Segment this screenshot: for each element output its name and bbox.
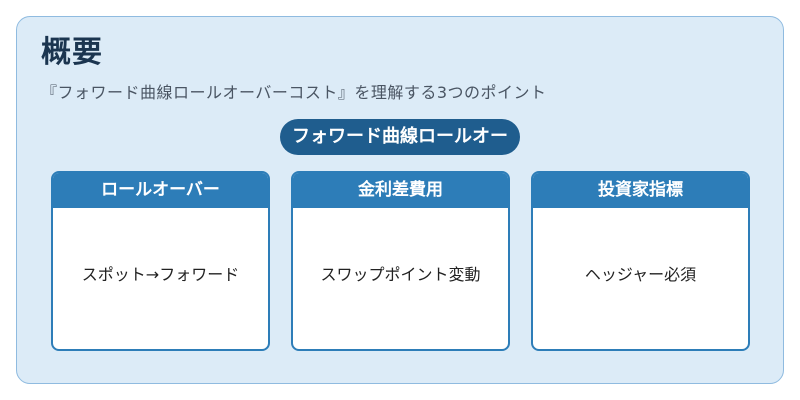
card-title: 金利差費用: [293, 173, 508, 208]
page-subtitle: 『フォワード曲線ロールオーバーコスト』を理解する3つのポイント: [41, 83, 547, 102]
point-card-investor-indicator: 投資家指標 ヘッジャー必須: [531, 171, 750, 351]
card-title: 投資家指標: [533, 173, 748, 208]
card-body: ヘッジャー必須: [584, 264, 697, 284]
card-body: スポット→フォワード: [81, 264, 240, 284]
page-title: 概要: [41, 35, 103, 70]
overview-panel: 概要 『フォワード曲線ロールオーバーコスト』を理解する3つのポイント フォワード…: [16, 16, 784, 384]
card-title: ロールオーバー: [53, 173, 268, 208]
point-card-rollover: ロールオーバー スポット→フォワード: [51, 171, 270, 351]
point-card-interest-cost: 金利差費用 スワップポイント変動: [291, 171, 510, 351]
card-body: スワップポイント変動: [320, 264, 481, 284]
center-topic-pill: フォワード曲線ロールオー: [280, 119, 520, 155]
